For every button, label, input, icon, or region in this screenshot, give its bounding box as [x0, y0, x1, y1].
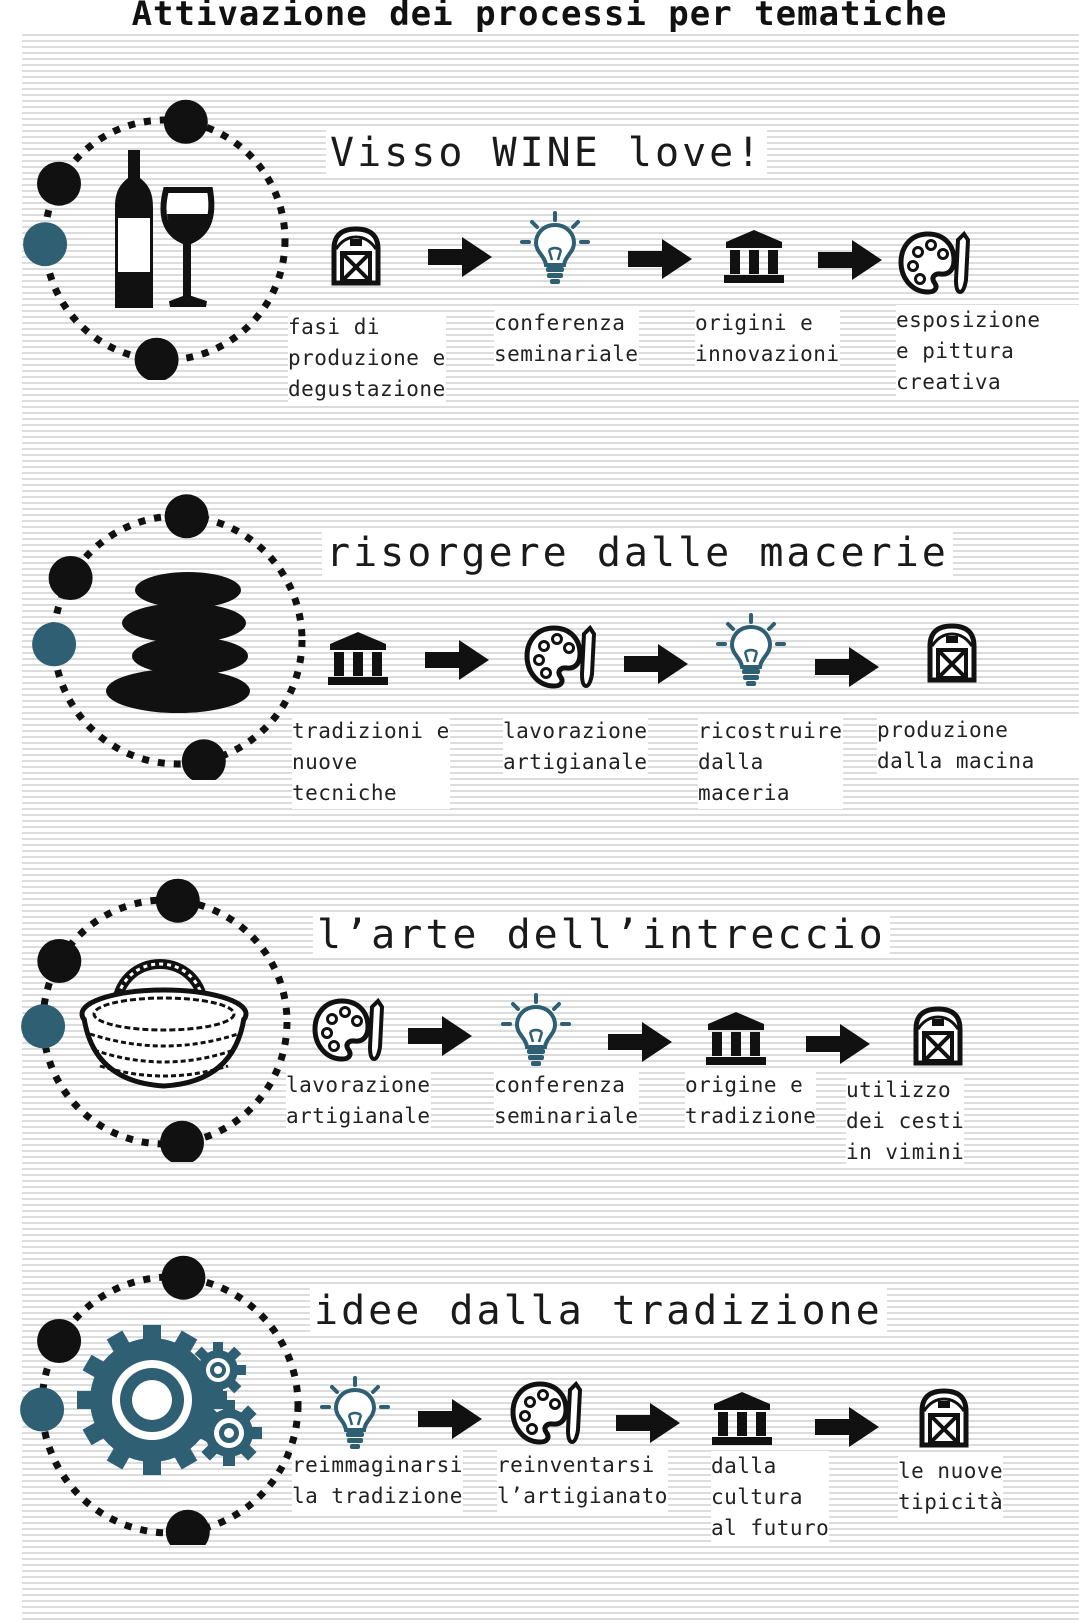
step-label: conferenza seminariale [494, 308, 639, 370]
orbit-dot [37, 939, 82, 983]
theme-section-macerie: risorgere dalle macerie [0, 490, 1079, 809]
barn-icon [330, 225, 382, 291]
step-label: origine e tradizione [685, 1070, 817, 1132]
orbit-dot [48, 556, 93, 600]
step-label: fasi di produzione e degustazione [288, 312, 446, 405]
orbit-dot [37, 1319, 82, 1363]
orbit-dot [160, 1120, 204, 1162]
orbit-dot [32, 622, 77, 667]
theme-title: risorgere dalle macerie [322, 530, 953, 576]
stacked-stones-icon [106, 572, 250, 713]
step-label: ricostruire dalla maceria [698, 716, 843, 809]
arrow-right-icon [418, 1397, 484, 1445]
orbit-dot [161, 1255, 206, 1300]
barn-icon [912, 1005, 964, 1071]
theme-title: Visso WINE love! [326, 130, 768, 176]
step-label: reimmaginarsi la tradizione [292, 1450, 463, 1512]
step-label: utilizzo dei cesti in vimini [846, 1075, 965, 1168]
theme-title: idee dalla tradizione [310, 1288, 887, 1334]
museum-icon [710, 1390, 774, 1450]
theme-section-intreccio: l’arte dell’intreccio [0, 872, 1079, 1172]
arrow-right-icon [425, 638, 491, 686]
orbit-dot [37, 161, 81, 206]
arrow-right-icon [428, 235, 494, 283]
arrow-right-icon [806, 1022, 872, 1070]
step-label: conferenza seminariale [494, 1070, 639, 1132]
theme-section-wine: Visso WINE love! [0, 90, 1079, 405]
museum-icon [326, 630, 390, 690]
orbit-dot [181, 739, 226, 780]
palette-icon [898, 230, 971, 300]
ring-orbit [23, 99, 289, 380]
wicker-basket-icon [79, 959, 249, 1089]
museum-icon [722, 228, 786, 288]
page-title: Attivazione dei processi per tematiche [0, 0, 1079, 34]
arrow-right-icon [616, 1401, 682, 1449]
step-label: origini e innovazioni [695, 308, 840, 370]
arrow-right-icon [815, 645, 881, 693]
orbit-dot [155, 878, 200, 923]
arrow-right-icon [408, 1014, 474, 1062]
dotted-ring [39, 896, 291, 1148]
step-label: produzione dalla macina [877, 715, 1079, 777]
gears-icon [77, 1325, 262, 1475]
orbit-dot [134, 337, 179, 380]
palette-icon [312, 997, 385, 1067]
step-label: tradizioni e nuove tecniche [292, 716, 450, 809]
orbit-dot [23, 222, 68, 267]
lightbulb-icon [499, 992, 573, 1072]
wine-bottle-glass-icon [115, 150, 215, 308]
barn-icon [926, 622, 978, 688]
step-label: lavorazione artigianale [286, 1070, 431, 1132]
step-label: le nuove tipicità [898, 1456, 1004, 1518]
barn-icon [918, 1387, 970, 1453]
orbit-dot [20, 1387, 65, 1432]
orbit-dot [21, 1004, 66, 1049]
arrow-right-icon [628, 237, 694, 285]
orbit-dot [164, 494, 209, 539]
orbit-dot [163, 99, 208, 144]
arrow-right-icon [818, 238, 884, 286]
theme-title: l’arte dell’intreccio [313, 912, 890, 958]
arrow-right-icon [608, 1020, 674, 1068]
step-label: lavorazione artigianale [503, 716, 648, 778]
lightbulb-icon [518, 210, 592, 290]
theme-section-tradizione: idee dalla tradizione [0, 1250, 1079, 1550]
ring-orbit [21, 878, 291, 1162]
step-label: esposizione e pittura creativa [896, 305, 1079, 398]
lightbulb-icon [714, 612, 788, 692]
arrow-right-icon [815, 1405, 881, 1453]
palette-icon [510, 1380, 583, 1450]
orbit-dot [165, 1509, 210, 1545]
museum-icon [704, 1010, 768, 1070]
ring-orbit [20, 1255, 302, 1545]
step-label: reinventarsi l’artigianato [497, 1450, 668, 1512]
ring-orbit [32, 494, 306, 780]
arrow-right-icon [624, 642, 690, 690]
lightbulb-icon [318, 1375, 392, 1455]
step-label: dalla cultura al futuro [711, 1451, 830, 1544]
dotted-ring [41, 116, 289, 364]
palette-icon [524, 624, 597, 694]
